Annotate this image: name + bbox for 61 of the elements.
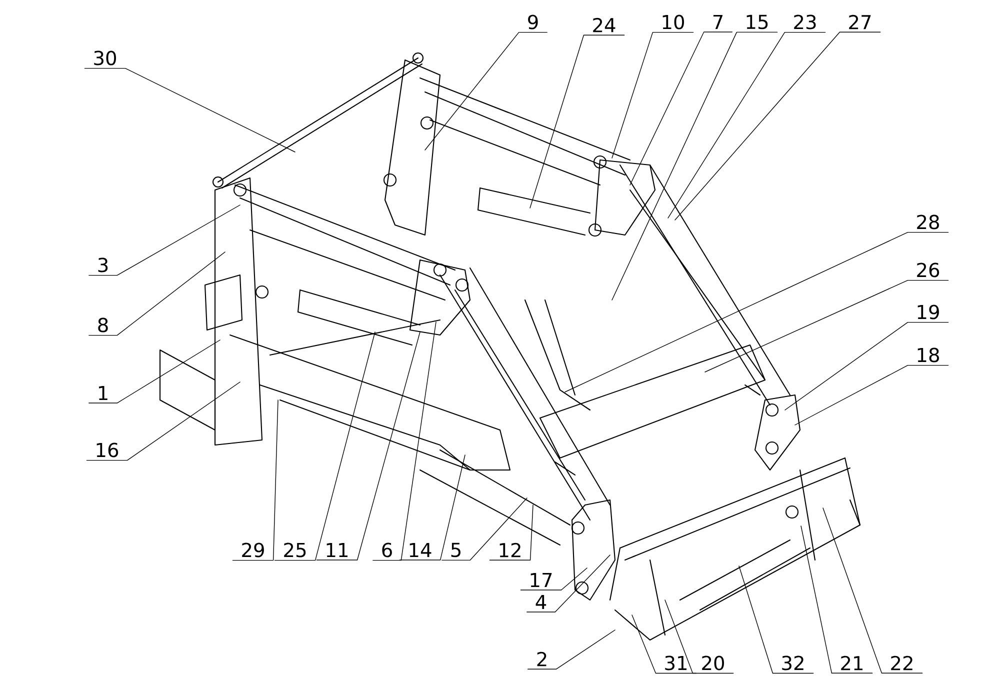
callout-number: 24 (593, 18, 616, 32)
callout-number: 3 (98, 258, 108, 272)
callout-number: 27 (849, 14, 871, 30)
leader-line (526, 554, 610, 612)
callout-number: 23 (794, 14, 816, 30)
callout-number: 29 (242, 542, 264, 558)
callout-number: 21 (841, 656, 862, 670)
callout-number: 8 (98, 318, 108, 332)
leader-line (564, 232, 949, 392)
callout-number: 18 (918, 348, 939, 362)
leader-line (372, 322, 436, 561)
leader-line (88, 204, 240, 276)
leader-line (424, 32, 548, 150)
callout-number: 30 (94, 50, 116, 66)
callout-number: 17 (530, 572, 552, 588)
leader-line (674, 32, 881, 220)
leader-line (520, 568, 588, 590)
callout-number: 19 (918, 304, 939, 320)
callout-number: 2 (537, 652, 546, 666)
leader-line (664, 600, 734, 674)
callout-number: 4 (536, 594, 546, 610)
leader-line (704, 280, 949, 372)
leader-line (232, 400, 278, 561)
leader-line (738, 566, 814, 674)
callout-number: 11 (326, 542, 348, 558)
leader-line (800, 526, 873, 674)
leader-line (822, 508, 923, 674)
callout-number: 26 (917, 262, 940, 278)
leader-line (630, 32, 732, 186)
callout-number: 16 (96, 442, 118, 458)
callout-number: 14 (410, 542, 432, 558)
leader-line (612, 32, 694, 158)
leader-line (399, 454, 466, 560)
callout-number: 5 (451, 542, 460, 558)
callout-number: 9 (528, 14, 538, 30)
leader-line (86, 382, 240, 461)
callout-number: 25 (284, 542, 306, 558)
callout-number: 32 (782, 656, 804, 670)
callout-number: 10 (662, 14, 684, 30)
callout-number: 15 (746, 14, 768, 30)
leader-line (88, 252, 226, 336)
leader-line (794, 364, 949, 426)
callout-number: 12 (500, 542, 520, 558)
callout-number: 31 (665, 656, 686, 670)
callout-number: 20 (702, 656, 724, 670)
leader-line (84, 68, 296, 152)
callout-number: 22 (891, 656, 912, 670)
callout-number: 6 (382, 542, 392, 558)
leader-line (528, 630, 616, 670)
leader-line (668, 32, 826, 218)
callout-number: 28 (917, 214, 939, 230)
leader-line (274, 332, 376, 561)
callout-number: 7 (713, 14, 722, 30)
leader-line (442, 498, 528, 561)
leader-line (88, 340, 220, 404)
leader-line (489, 504, 534, 560)
leader-line (612, 32, 778, 300)
leader-line (784, 322, 949, 410)
callout-number: 1 (98, 386, 108, 400)
leader-line (530, 34, 625, 208)
leader-line (316, 332, 420, 560)
